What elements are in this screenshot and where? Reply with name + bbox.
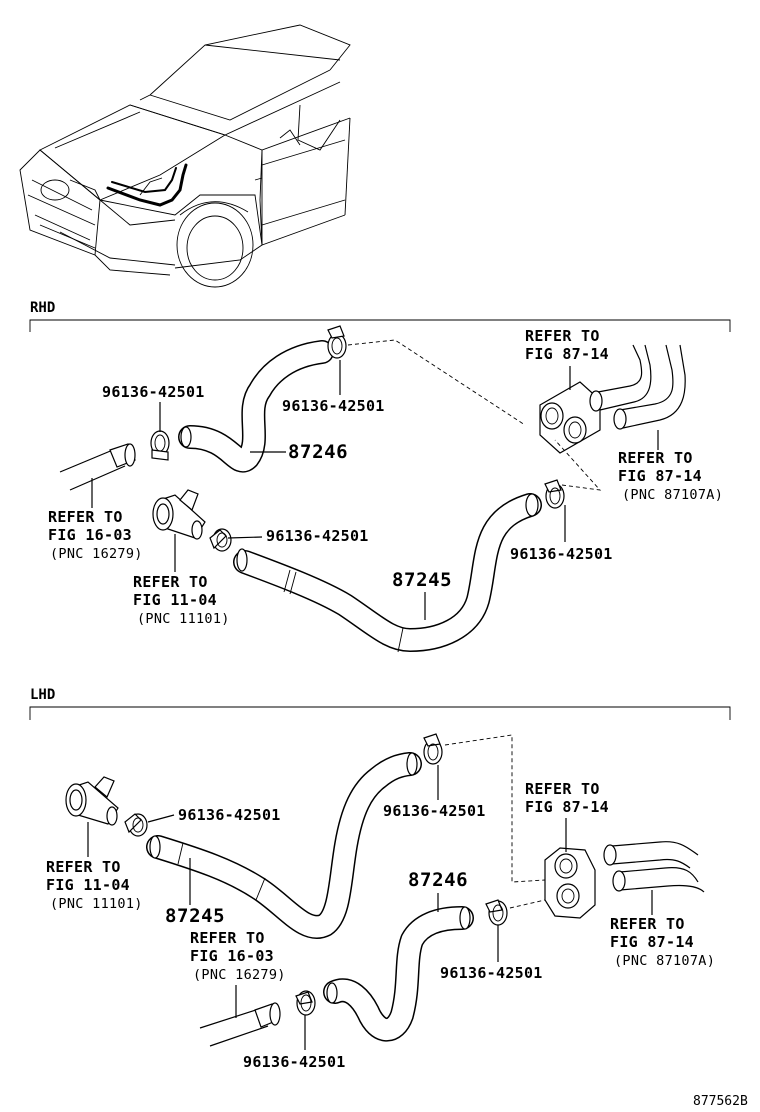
rhd-clamp-mid <box>209 528 232 552</box>
rhd-heater-pipes <box>589 344 686 430</box>
rhd-ref-outlet: REFER TO FIG 11-04 (PNC 11101) <box>133 534 230 627</box>
rhd-bracket <box>29 319 731 332</box>
rhd-hose-87246-label: 87246 <box>288 441 348 463</box>
rhd-clamp-mid-label: 96136-42501 <box>266 527 369 545</box>
rhd-hose-87245 <box>233 493 542 653</box>
lhd-ref-outlet: REFER TO FIG 11-04 (PNC 11101) <box>46 822 143 912</box>
rhd-ref-pipes: REFER TO FIG 87-14 (PNC 87107A) <box>618 430 723 503</box>
lhd-water-outlet <box>65 776 119 826</box>
rhd-clamp-left <box>150 430 170 461</box>
rhd-ref-valve: REFER TO FIG 87-14 <box>525 327 609 390</box>
rhd-water-outlet <box>152 489 206 540</box>
rhd-grommet <box>539 381 601 454</box>
rhd-clamp-right-label: 96136-42501 <box>510 545 613 563</box>
lhd-clamp-right-label: 96136-42501 <box>440 964 543 982</box>
lhd-heater-pipe <box>199 1002 281 1047</box>
lhd-ref-pipes-line2: FIG 87-14 <box>610 933 694 951</box>
rhd-clamp-top <box>327 325 347 359</box>
lhd-section-label: LHD <box>30 687 55 703</box>
lhd-clamp-right <box>485 899 508 926</box>
lhd-ref-pipe-line3: (PNC 16279) <box>193 967 286 983</box>
lhd-ref-valve-line2: FIG 87-14 <box>525 798 609 816</box>
figure-code: 877562B <box>693 1094 748 1109</box>
lhd-ref-outlet-line3: (PNC 11101) <box>50 896 143 912</box>
rhd-ref-outlet-line2: FIG 11-04 <box>133 591 217 609</box>
lhd-clamp-top-label: 96136-42501 <box>383 802 486 820</box>
rhd-ref-pipes-line1: REFER TO <box>618 449 693 467</box>
lhd-ref-pipes: REFER TO FIG 87-14 (PNC 87107A) <box>610 890 715 969</box>
lhd-clamp-bottom-label: 96136-42501 <box>243 1053 346 1071</box>
lhd-ref-outlet-line2: FIG 11-04 <box>46 876 130 894</box>
lhd-clamp-top <box>423 733 443 765</box>
rhd-hose-87246 <box>178 340 334 473</box>
lhd-heater-pipes <box>603 841 705 893</box>
rhd-section: RHD <box>29 300 731 653</box>
lhd-clamp-outlet <box>124 813 148 837</box>
rhd-ref-pipe-line3: (PNC 16279) <box>50 546 143 562</box>
lhd-ref-outlet-line1: REFER TO <box>46 858 121 876</box>
lhd-section: LHD <box>29 687 731 1071</box>
lhd-ref-pipes-line1: REFER TO <box>610 915 685 933</box>
lhd-ref-pipe: REFER TO FIG 16-03 (PNC 16279) <box>190 929 286 1018</box>
vehicle-illustration <box>19 24 351 288</box>
lhd-ref-valve-line1: REFER TO <box>525 780 600 798</box>
rhd-ref-pipes-line2: FIG 87-14 <box>618 467 702 485</box>
lhd-hose-87245-label: 87245 <box>165 905 225 927</box>
lhd-bracket <box>29 706 731 720</box>
lhd-clamp-outlet-label: 96136-42501 <box>178 806 281 824</box>
rhd-ref-pipe: REFER TO FIG 16-03 (PNC 16279) <box>48 478 143 562</box>
rhd-ref-valve-line1: REFER TO <box>525 327 600 345</box>
lhd-ref-pipe-line2: FIG 16-03 <box>190 947 274 965</box>
rhd-clamp-left-label: 96136-42501 <box>102 383 205 401</box>
rhd-ref-outlet-line3: (PNC 11101) <box>137 611 230 627</box>
lhd-hose-87245 <box>146 752 422 939</box>
rhd-section-label: RHD <box>30 300 55 316</box>
rhd-ref-valve-line2: FIG 87-14 <box>525 345 609 363</box>
lhd-hose-87246-label: 87246 <box>408 869 468 891</box>
rhd-ref-outlet-line1: REFER TO <box>133 573 208 591</box>
rhd-ref-pipe-line1: REFER TO <box>48 508 123 526</box>
lhd-ref-pipes-line3: (PNC 87107A) <box>614 953 715 969</box>
rhd-hose-87245-label: 87245 <box>392 569 452 591</box>
lhd-grommet <box>544 847 596 919</box>
rhd-clamp-right <box>544 479 565 509</box>
lhd-ref-valve: REFER TO FIG 87-14 <box>525 780 609 852</box>
lhd-hose-87246 <box>323 906 474 1042</box>
rhd-clamp-top-label: 96136-42501 <box>282 397 385 415</box>
rhd-heater-pipe <box>59 443 136 491</box>
lhd-clamp-bottom <box>295 990 316 1016</box>
rhd-ref-pipe-line2: FIG 16-03 <box>48 526 132 544</box>
lhd-ref-pipe-line1: REFER TO <box>190 929 265 947</box>
rhd-ref-pipes-line3: (PNC 87107A) <box>622 487 723 503</box>
